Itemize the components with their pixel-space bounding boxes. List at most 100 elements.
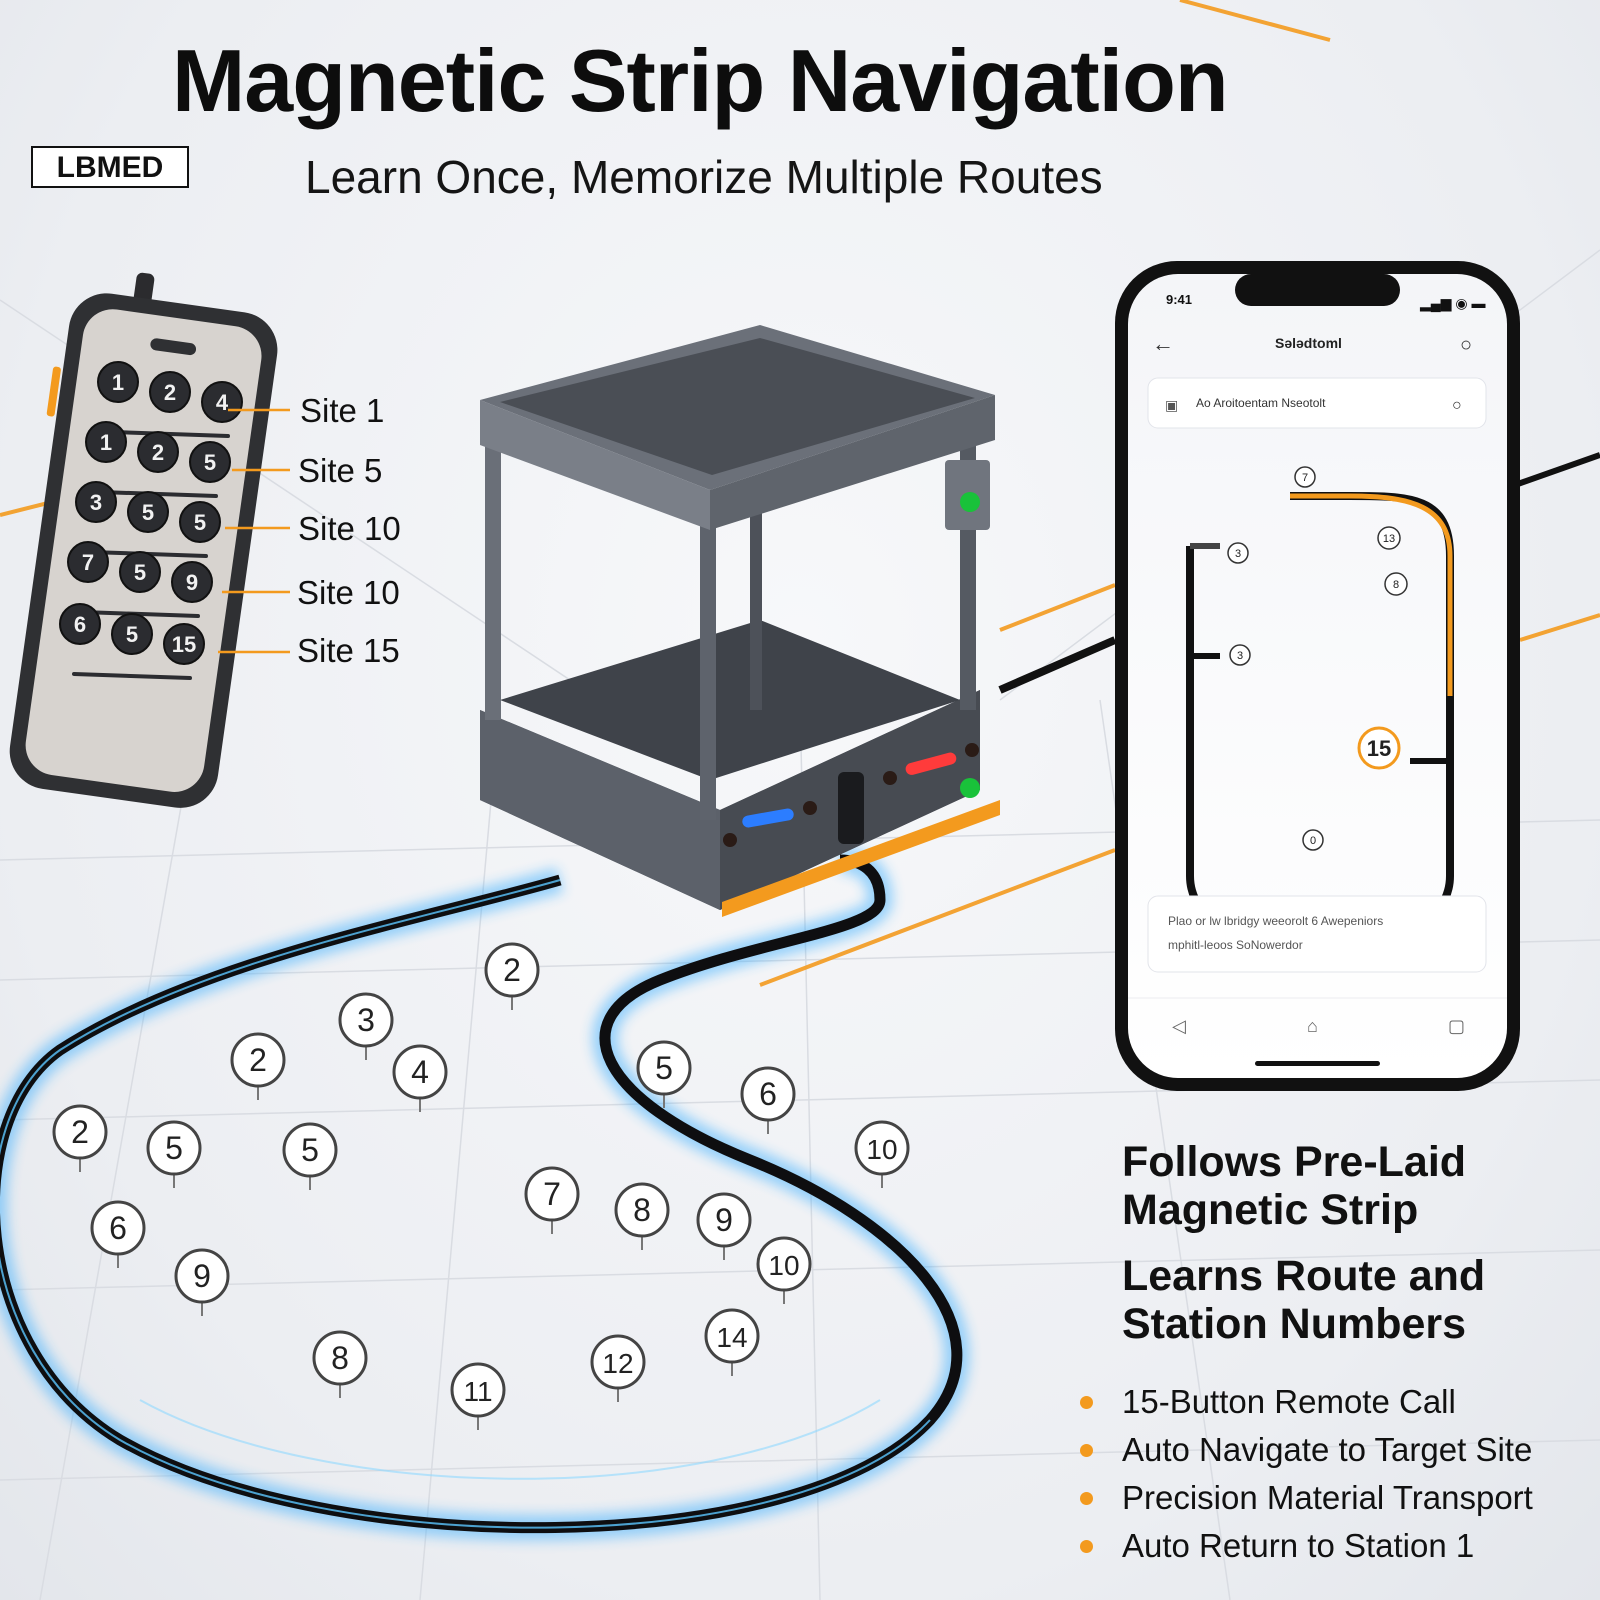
floor-marker-label: 6 <box>759 1076 777 1112</box>
remote-control <box>9 272 278 808</box>
remote-button-1[interactable]: 1 <box>97 361 139 403</box>
floor-station-marker: 8 <box>312 1330 368 1398</box>
floor-station-marker: 11 <box>450 1362 506 1430</box>
bullet-dot-icon <box>1080 1540 1093 1553</box>
nav-back-icon: ◁ <box>1172 1016 1186 1036</box>
site-label-2: Site 5 <box>298 452 383 489</box>
floor-marker-label: 3 <box>357 1002 375 1038</box>
feature-heading-2: Learns Route and Station Numbers <box>1122 1252 1486 1348</box>
phone-search-text[interactable]: Ao Aroitoentam Nseotolt <box>1196 396 1326 410</box>
remote-button-label: 2 <box>152 440 164 465</box>
floor-station-marker: 4 <box>392 1044 448 1112</box>
remote-button-13[interactable]: 6 <box>59 603 101 645</box>
floor-station-marker: 5 <box>636 1040 692 1108</box>
remote-button-15[interactable]: 15 <box>163 623 205 665</box>
nav-recent-icon: ▢ <box>1448 1016 1465 1036</box>
phone-status-time: 9:41 <box>1166 292 1193 307</box>
remote-button-label: 5 <box>194 510 206 535</box>
floor-marker-label: 7 <box>543 1176 561 1212</box>
search-field-icon: ○ <box>1452 397 1462 414</box>
feature-item: Precision Material Transport <box>1080 1478 1533 1526</box>
floor-marker-label: 9 <box>193 1258 211 1294</box>
bullet-dot-icon <box>1080 1444 1093 1457</box>
phone-marker-label: 7 <box>1302 472 1308 484</box>
floor-marker-label: 9 <box>715 1202 733 1238</box>
floor-station-marker: 5 <box>146 1120 202 1188</box>
smartphone: ◁ ⌂ ▢ ▂▄▆ ◉ ▬ ← ○ ○ ▣ <box>1115 261 1520 1091</box>
floor-station-marker: 2 <box>484 942 540 1010</box>
phone-map-marker[interactable]: 0 <box>1302 829 1324 851</box>
site-label-1: Site 1 <box>300 392 385 429</box>
floor-marker-label: 12 <box>602 1348 633 1379</box>
remote-button-12[interactable]: 9 <box>171 561 213 603</box>
remote-button-label: 5 <box>126 622 138 647</box>
phone-map-marker[interactable]: 3 <box>1227 542 1249 564</box>
phone-screen-title: Sələdtoml <box>1275 335 1342 351</box>
floor-marker-label: 5 <box>165 1130 183 1166</box>
remote-button-11[interactable]: 5 <box>119 551 161 593</box>
remote-button-label: 5 <box>204 450 216 475</box>
back-arrow-icon: ← <box>1152 331 1174 356</box>
remote-button-10[interactable]: 7 <box>67 541 109 583</box>
location-icon: ▣ <box>1165 397 1178 413</box>
remote-button-label: 5 <box>142 500 154 525</box>
site-label-5: Site 15 <box>297 632 400 669</box>
feature-list: 15-Button Remote Call Auto Navigate to T… <box>1080 1382 1533 1574</box>
floor-marker-label: 14 <box>716 1322 747 1353</box>
remote-button-3[interactable]: 4 <box>201 381 243 423</box>
remote-button-label: 9 <box>186 570 198 595</box>
feature-item: Auto Navigate to Target Site <box>1080 1430 1533 1478</box>
floor-station-marker: 9 <box>174 1248 230 1316</box>
remote-button-4[interactable]: 1 <box>85 421 127 463</box>
phone-marker-label: 0 <box>1310 835 1316 847</box>
floor-station-marker: 10 <box>854 1120 910 1188</box>
signal-icon: ▂▄▆ ◉ ▬ <box>1419 295 1485 313</box>
remote-button-label: 15 <box>172 632 196 657</box>
floor-station-marker: 6 <box>740 1066 796 1134</box>
nav-home-icon: ⌂ <box>1307 1016 1318 1036</box>
floor-marker-label: 5 <box>301 1132 319 1168</box>
floor-marker-label: 5 <box>655 1050 673 1086</box>
remote-button-label: 6 <box>74 612 86 637</box>
floor-marker-label: 10 <box>768 1250 799 1281</box>
remote-button-6[interactable]: 5 <box>189 441 231 483</box>
floor-station-marker: 2 <box>52 1104 108 1172</box>
floor-marker-label: 2 <box>71 1114 89 1150</box>
phone-map-marker[interactable]: 13 <box>1377 526 1401 550</box>
phone-map-marker[interactable]: 3 <box>1229 644 1251 666</box>
remote-button-label: 5 <box>134 560 146 585</box>
floor-marker-label: 2 <box>503 952 521 988</box>
remote-button-2[interactable]: 2 <box>149 371 191 413</box>
remote-button-8[interactable]: 5 <box>127 491 169 533</box>
feature-item: Auto Return to Station 1 <box>1080 1526 1533 1574</box>
agv-cart <box>480 325 1000 917</box>
floor-station-marker: 3 <box>338 992 394 1060</box>
phone-map-marker[interactable]: 15 <box>1357 726 1401 770</box>
remote-button-label: 7 <box>82 550 94 575</box>
site-label-4: Site 10 <box>297 574 400 611</box>
remote-button-14[interactable]: 5 <box>111 613 153 655</box>
remote-button-5[interactable]: 2 <box>137 431 179 473</box>
floor-marker-label: 11 <box>463 1376 492 1407</box>
floor-marker-label: 4 <box>411 1054 429 1090</box>
remote-button-label: 3 <box>90 490 102 515</box>
phone-map-marker[interactable]: 8 <box>1384 572 1408 596</box>
magnetic-strip <box>0 847 970 1541</box>
remote-button-7[interactable]: 3 <box>75 481 117 523</box>
floor-station-marker: 14 <box>704 1308 760 1376</box>
site-leader-lines <box>218 408 290 654</box>
floor-station-marker: 8 <box>614 1182 670 1250</box>
feature-item: 15-Button Remote Call <box>1080 1382 1533 1430</box>
feature-heading-1: Follows Pre-Laid Magnetic Strip <box>1122 1138 1467 1234</box>
remote-button-9[interactable]: 5 <box>179 501 221 543</box>
remote-button-label: 1 <box>112 370 124 395</box>
phone-marker-label: 15 <box>1367 736 1391 761</box>
remote-button-label: 4 <box>216 390 229 415</box>
phone-map-marker[interactable]: 7 <box>1294 466 1316 488</box>
floor-station-marker: 9 <box>696 1192 752 1260</box>
remote-button-label: 1 <box>100 430 112 455</box>
floor-station-marker: 7 <box>524 1166 580 1234</box>
bullet-dot-icon <box>1080 1492 1093 1505</box>
